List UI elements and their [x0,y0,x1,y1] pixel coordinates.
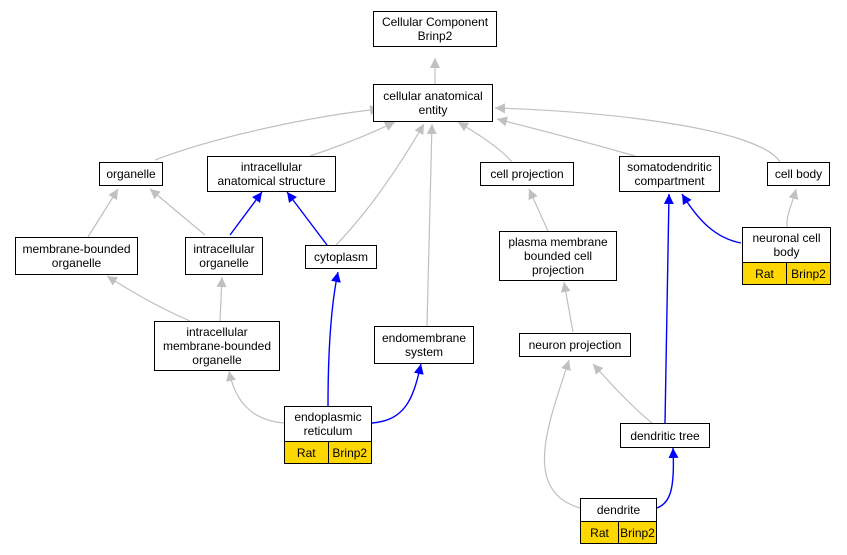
node-intracellular-anatomical-structure[interactable]: intracellular anatomical structure [207,156,336,192]
edge-intraorg-to-organelle [149,188,206,236]
annotation-gene[interactable]: Brinp2 [618,522,656,543]
node-plasma-membrane-bounded-cell-projection[interactable]: plasma membrane bounded cell projection [499,231,617,281]
node-organelle[interactable]: organelle [99,162,163,186]
edge-organelle-to-cae [154,105,381,161]
edge-cytoplasm-to-ias [286,191,328,246]
annotation-gene[interactable]: Brinp2 [786,263,830,284]
edge-neuronproj-to-pmbcp [560,281,574,333]
edge-cellbody-to-cae [494,103,781,163]
edge-ncb-to-cellbody [786,188,799,228]
edge-cellproj-to-cae [457,121,513,163]
edge-er-to-endomem [371,363,424,424]
node-endoplasmic-reticulum[interactable]: endoplasmic reticulum [284,406,372,442]
node-cellular-anatomical-entity[interactable]: cellular anatomical entity [373,84,493,122]
edge-dendrite-to-neuronproj [543,359,581,509]
annotation-gene[interactable]: Brinp2 [327,442,372,463]
edge-ncb-to-somato [681,193,742,244]
annotation-species: Rat [296,445,316,460]
node-cell-projection[interactable]: cell projection [480,162,574,186]
edge-dtree-to-neuronproj [592,363,653,424]
root-node[interactable]: Cellular Component Brinp2 [373,11,497,47]
edge-dtree-to-somato [663,193,674,424]
node-neuronal-cell-body[interactable]: neuronal cell body [742,227,831,263]
edge-somato-to-cae [496,116,636,157]
node-membrane-bounded-organelle[interactable]: membrane-bounded organelle [15,237,138,275]
annotation-species: Rat [590,525,609,540]
node-dendritic-tree[interactable]: dendritic tree [620,423,710,448]
edge-dendrite-to-dtree [656,447,679,509]
edge-pmbcp-to-cellproj [528,188,549,232]
node-neuron-projection[interactable]: neuron projection [519,333,631,357]
edge-er-to-cytoplasm [327,271,341,408]
node-cytoplasm[interactable]: cytoplasm [305,245,377,269]
node-intracellular-membrane-bounded-organelle[interactable]: intracellular membrane-bounded organelle [154,321,280,371]
annotation-dendrite: Rat Brinp2 [580,521,657,544]
node-cell-body[interactable]: cell body [767,162,830,186]
node-somatodendritic-compartment[interactable]: somatodendritic compartment [619,156,720,192]
edge-cytoplasm-to-cae [335,123,425,246]
annotation-neuronal-cell-body: Rat Brinp2 [742,262,831,285]
node-dendrite[interactable]: dendrite [580,498,657,522]
edge-intraorg-to-ias [229,191,263,236]
annotation-species: Rat [755,266,774,281]
node-intracellular-organelle[interactable]: intracellular organelle [185,237,263,275]
edge-imbo-to-mbo [106,275,191,322]
annotation-endoplasmic-reticulum: Rat Brinp2 [284,441,372,464]
edge-er-to-imbo [226,370,285,424]
edge-mbo-to-organelle [87,188,119,238]
edge-ias-to-cae [309,121,396,157]
node-endomembrane-system[interactable]: endomembrane system [374,326,474,364]
edge-imbo-to-intraorg [216,276,227,322]
edge-endomem-to-cae [426,123,437,327]
